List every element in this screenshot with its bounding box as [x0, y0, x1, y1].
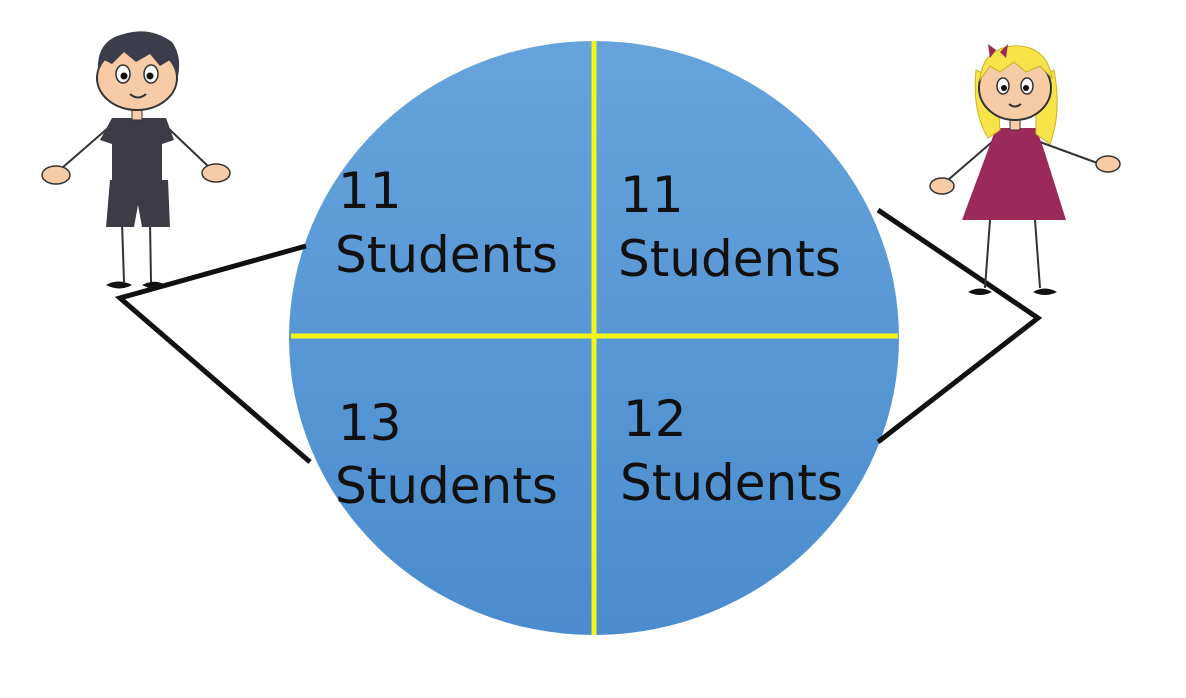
quadrant-count: 12 [623, 390, 687, 448]
quadrant-count: 13 [338, 394, 402, 452]
quadrant-unit: Students [335, 457, 558, 515]
quadrant-unit: Students [335, 226, 558, 284]
left-bracket [114, 243, 312, 464]
quadrant-unit: Students [618, 230, 841, 288]
girl-figure [929, 44, 1121, 295]
quadrant-bottom-left: 13 Students [335, 394, 558, 515]
right-bracket [876, 207, 1043, 444]
quadrant-bottom-right: 12 Students [620, 390, 843, 512]
quadrant-count: 11 [338, 162, 402, 220]
quadrant-unit: Students [620, 454, 843, 512]
quadrant-count: 11 [620, 166, 684, 224]
quadrant-top-left: 11 Students [335, 162, 558, 284]
quadrant-top-right: 11 Students [618, 166, 841, 288]
boy-figure [41, 31, 231, 289]
